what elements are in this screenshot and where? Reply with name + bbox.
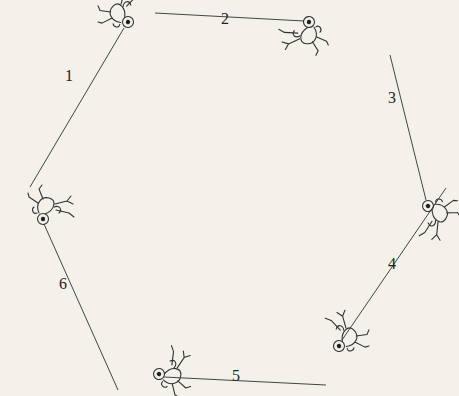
callout-number: 3 [388,90,396,106]
figure [319,302,376,362]
figure [278,14,330,61]
callout-number: 5 [232,368,240,384]
tether-lines [30,13,446,390]
figure [28,185,74,225]
figure [91,0,148,38]
figure [149,343,202,396]
callout-number: 2 [221,11,229,27]
figure [412,190,459,247]
callout-number: 6 [59,276,67,292]
callout-number: 1 [65,68,73,84]
callout-number: 4 [388,256,396,272]
